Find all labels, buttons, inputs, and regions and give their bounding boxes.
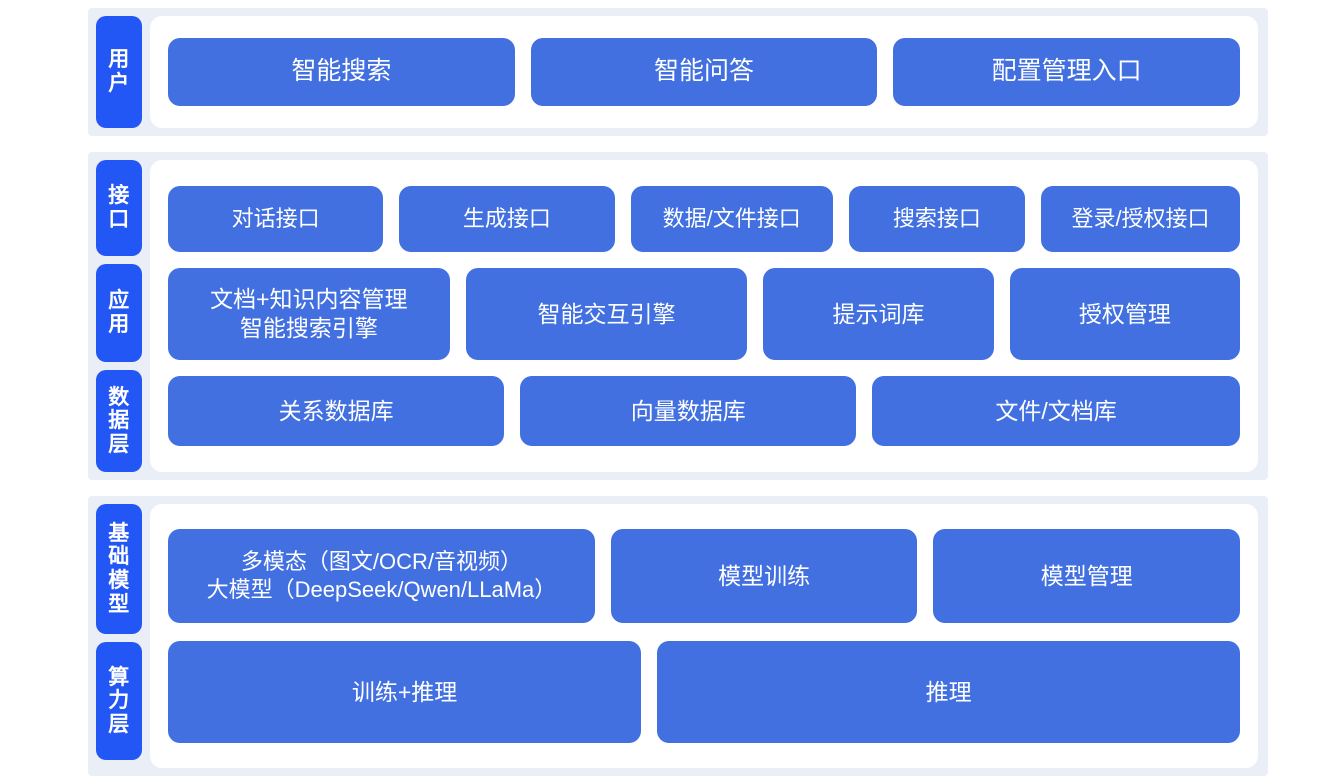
node-prompt-library[interactable]: 提示词库 <box>763 268 994 360</box>
application-row: 文档+知识内容管理 智能搜索引擎 智能交互引擎 提示词库 授权管理 <box>168 268 1240 360</box>
compute-row: 训练+推理 推理 <box>168 641 1240 743</box>
band-middle-panel: 对话接口 生成接口 数据/文件接口 搜索接口 登录/授权接口 文档+知识内容管理… <box>150 160 1258 472</box>
node-file-document-store[interactable]: 文件/文档库 <box>872 376 1240 446</box>
model-row: 多模态（图文/OCR/音视频） 大模型（DeepSeek/Qwen/LLaMa）… <box>168 529 1240 623</box>
node-model-training[interactable]: 模型训练 <box>610 529 918 623</box>
node-dialog-interface[interactable]: 对话接口 <box>168 186 384 252</box>
node-vector-database[interactable]: 向量数据库 <box>520 376 857 446</box>
band-users: 用户 智能搜索 智能问答 配置管理入口 <box>88 8 1268 136</box>
layer-tab-foundation-model[interactable]: 基础模型 <box>96 504 142 634</box>
node-search-interface[interactable]: 搜索接口 <box>848 186 1025 252</box>
node-model-management[interactable]: 模型管理 <box>933 529 1240 623</box>
node-config-management-entry[interactable]: 配置管理入口 <box>893 38 1241 106</box>
band-infrastructure-tab-column: 基础模型 算力层 <box>88 496 150 776</box>
layer-tab-interface[interactable]: 接口 <box>96 160 142 256</box>
interface-row: 对话接口 生成接口 数据/文件接口 搜索接口 登录/授权接口 <box>168 186 1240 252</box>
layer-tab-compute[interactable]: 算力层 <box>96 642 142 760</box>
layer-tab-application[interactable]: 应用 <box>96 264 142 362</box>
node-smart-search[interactable]: 智能搜索 <box>168 38 515 106</box>
data-row: 关系数据库 向量数据库 文件/文档库 <box>168 376 1240 446</box>
layer-tab-data[interactable]: 数据层 <box>96 370 142 472</box>
node-authorization-management[interactable]: 授权管理 <box>1009 268 1240 360</box>
node-training-and-inference[interactable]: 训练+推理 <box>168 641 642 743</box>
band-infrastructure: 基础模型 算力层 多模态（图文/OCR/音视频） 大模型（DeepSeek/Qw… <box>88 496 1268 776</box>
band-infrastructure-panel: 多模态（图文/OCR/音视频） 大模型（DeepSeek/Qwen/LLaMa）… <box>150 504 1258 768</box>
user-entry-row: 智能搜索 智能问答 配置管理入口 <box>168 38 1241 106</box>
node-inference[interactable]: 推理 <box>657 641 1240 743</box>
band-middle: 接口 应用 数据层 对话接口 生成接口 数据/文件接口 搜索接口 登录/授权接口… <box>88 152 1268 480</box>
node-multimodal-large-model[interactable]: 多模态（图文/OCR/音视频） 大模型（DeepSeek/Qwen/LLaMa） <box>168 529 595 623</box>
node-data-file-interface[interactable]: 数据/文件接口 <box>630 186 833 252</box>
node-login-auth-interface[interactable]: 登录/授权接口 <box>1041 186 1240 252</box>
node-relational-database[interactable]: 关系数据库 <box>168 376 505 446</box>
layer-tab-users[interactable]: 用户 <box>96 16 142 128</box>
node-smart-qa[interactable]: 智能问答 <box>530 38 878 106</box>
band-users-panel: 智能搜索 智能问答 配置管理入口 <box>150 16 1258 128</box>
node-document-knowledge-management[interactable]: 文档+知识内容管理 智能搜索引擎 <box>168 268 450 360</box>
node-generation-interface[interactable]: 生成接口 <box>399 186 615 252</box>
band-users-tab-column: 用户 <box>88 8 150 136</box>
band-middle-tab-column: 接口 应用 数据层 <box>88 152 150 480</box>
node-smart-interaction-engine[interactable]: 智能交互引擎 <box>465 268 748 360</box>
